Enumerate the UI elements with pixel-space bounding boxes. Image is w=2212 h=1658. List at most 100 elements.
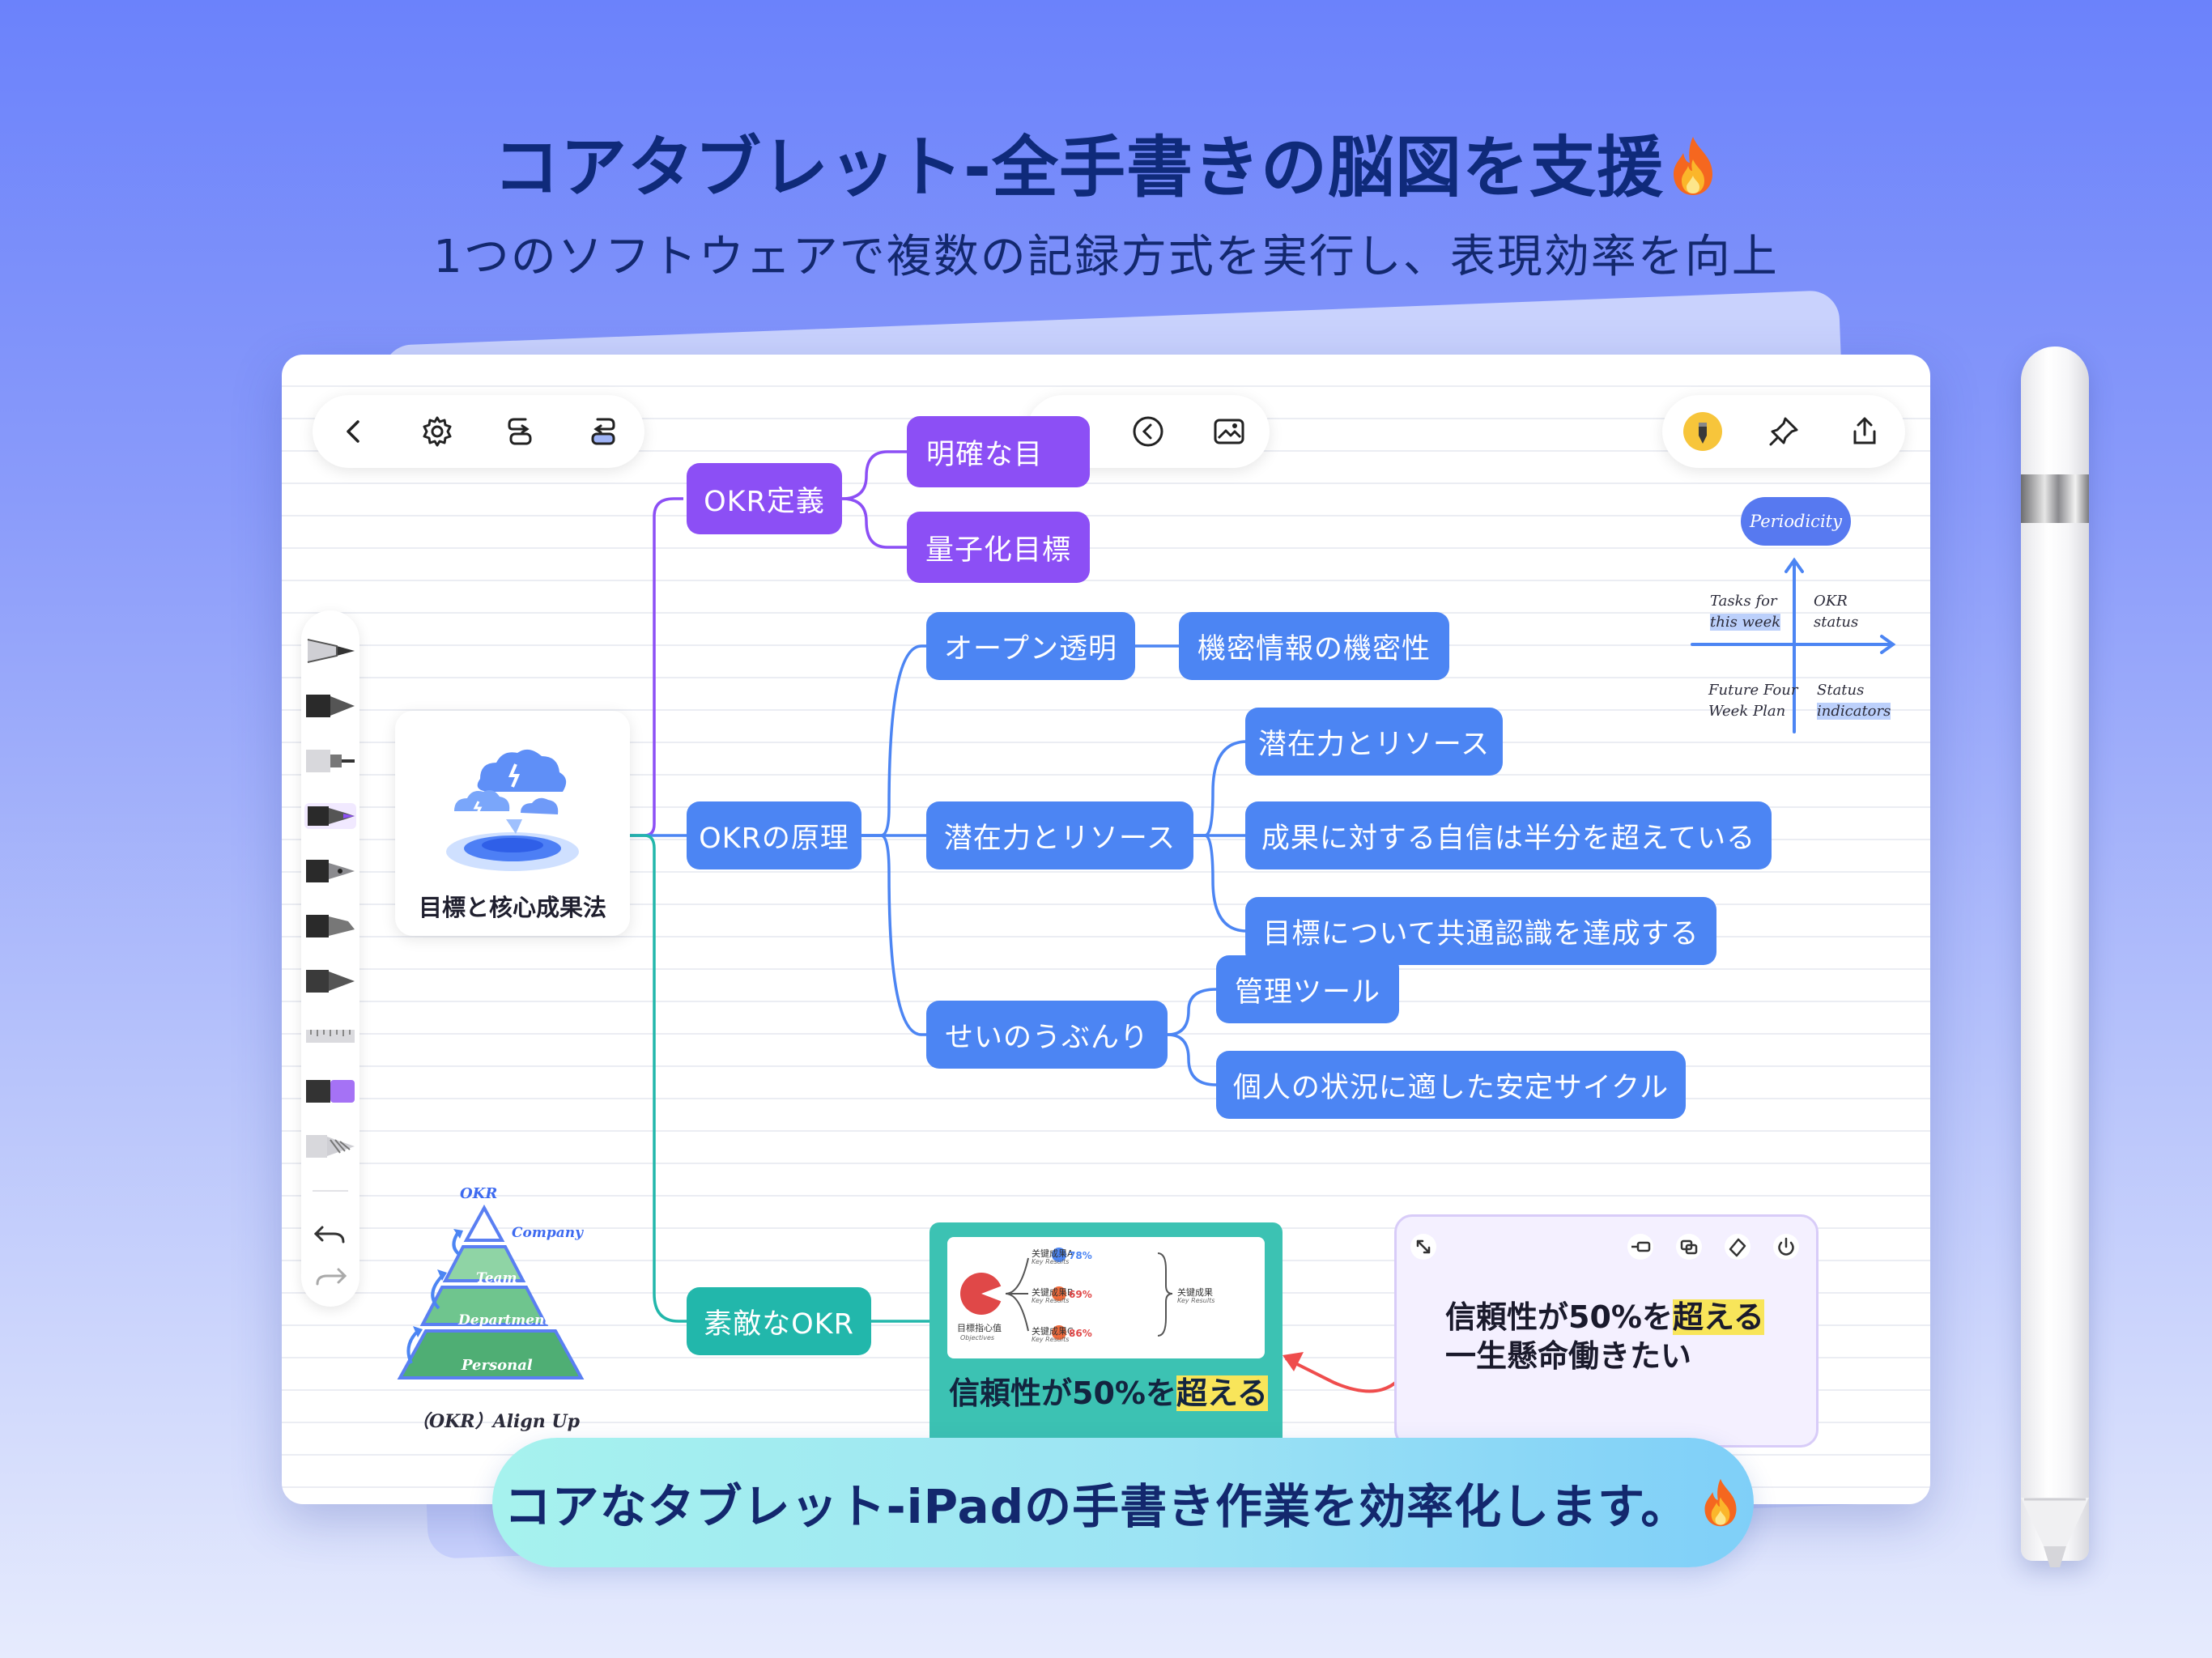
- share-button[interactable]: [1840, 406, 1890, 457]
- node-management-tool[interactable]: 管理ツール: [1216, 955, 1399, 1023]
- pyramid-team-label: Team: [476, 1270, 517, 1286]
- pen-color-button[interactable]: [1678, 406, 1728, 457]
- teal-note-card[interactable]: 目標指心值 Objectives 关键成果A Key Results 78% 关…: [929, 1222, 1283, 1465]
- node-okr-definition[interactable]: OKR定義: [687, 463, 842, 534]
- chart-row-c-sub: Key Results: [1032, 1336, 1070, 1343]
- stylus-body: [2021, 346, 2089, 1561]
- undo-icon[interactable]: [304, 1216, 356, 1252]
- pen-color-icon: [1683, 412, 1722, 451]
- lasso-tool[interactable]: [304, 1129, 356, 1164]
- settings-button[interactable]: [412, 406, 462, 457]
- stylus-band: [2021, 474, 2089, 523]
- periodicity-pill[interactable]: Periodicity: [1741, 497, 1851, 546]
- quadrant-bl-line1: Future Four: [1708, 682, 1798, 699]
- chart-row-c-label: 关键成果C: [1032, 1326, 1074, 1337]
- note-text-line2: 一生懸命働きたい: [1445, 1338, 1692, 1374]
- pin-button[interactable]: [1759, 406, 1809, 457]
- quadrant-axes: [1691, 557, 1896, 733]
- quadrant-top-right: OKR status: [1814, 591, 1858, 633]
- crayon-tool[interactable]: [304, 963, 356, 999]
- root-label: 目標と核心成果法: [418, 894, 606, 921]
- fire-icon: [1674, 137, 1713, 195]
- node-quantified-goal[interactable]: 量子化目標: [907, 512, 1090, 583]
- top-left-toolbar: [313, 395, 644, 468]
- quadrant-br-line2: indicators: [1817, 703, 1891, 720]
- chart-right-label: 关键成果: [1177, 1287, 1213, 1298]
- erase-icon[interactable]: [1724, 1233, 1751, 1261]
- eraser-tool[interactable]: [304, 1073, 356, 1109]
- node-confidential[interactable]: 機密情報の機密性: [1179, 612, 1449, 680]
- image-button[interactable]: [1204, 406, 1254, 457]
- layout-left-button[interactable]: [495, 406, 545, 457]
- chart-row-b-pct: 69%: [1069, 1289, 1092, 1300]
- layout-right-button[interactable]: [578, 406, 628, 457]
- pyramid-personal-label: Personal: [462, 1357, 533, 1374]
- node-nice-okr[interactable]: 素敵なOKR: [687, 1287, 871, 1355]
- sticky-note-text: 信頼性が50%を超える一生懸命働きたい: [1445, 1298, 1764, 1375]
- back-button[interactable]: [329, 406, 379, 457]
- bottom-banner: コアなタブレット-iPadの手書き作業を効率化します。: [492, 1438, 1754, 1567]
- teal-card-highlight: 超える: [1176, 1375, 1268, 1411]
- quadrant-bl-line2: Week Plan: [1708, 703, 1786, 720]
- connect-icon[interactable]: [1627, 1233, 1654, 1261]
- resize-icon[interactable]: [1410, 1233, 1437, 1261]
- duplicate-icon[interactable]: [1675, 1233, 1703, 1261]
- app-canvas[interactable]: 目標と核心成果法 OKR定義 明確な目 量子化目標 OKRの原理 オープン透明 …: [282, 355, 1930, 1504]
- chart-row-c-pct: 86%: [1069, 1328, 1092, 1339]
- pencil-tool[interactable]: [304, 633, 356, 669]
- sticky-note[interactable]: 信頼性が50%を超える一生懸命働きたい: [1394, 1214, 1819, 1448]
- node-confidence[interactable]: 成果に対する自信は半分を超えている: [1245, 801, 1772, 869]
- headline: コアタブレット-全手書きの脳図を支援: [0, 113, 2212, 210]
- node-open-transparent[interactable]: オープン透明: [926, 612, 1135, 680]
- subheadline: 1つのソフトウェアで複数の記録方式を実行し、表現効率を向上: [433, 231, 1779, 283]
- node-potential-resources[interactable]: 潜在力とリソース: [926, 801, 1193, 869]
- chart-row-a-sub: Key Results: [1032, 1258, 1070, 1265]
- fountain-pen-tool[interactable]: [304, 798, 356, 834]
- quadrant-br-line1: Status: [1817, 682, 1865, 699]
- quadrant-tl-line2: this week: [1710, 614, 1781, 631]
- layout-right-icon: [591, 418, 615, 445]
- chart-row-b-label: 关键成果B: [1032, 1287, 1074, 1298]
- image-icon: [1214, 419, 1244, 444]
- layout-left-icon: [508, 418, 532, 445]
- cloud-illustration-icon: [446, 749, 579, 871]
- chart-row-b-sub: Key Results: [1032, 1297, 1070, 1304]
- quadrant-tr-line1: OKR: [1814, 593, 1848, 610]
- settings-icon: [423, 416, 452, 447]
- teal-card-text-pre: 信頼性が50%を: [949, 1375, 1176, 1411]
- undo-circle-icon: [1133, 416, 1163, 447]
- node-clear-goal[interactable]: 明確な目: [907, 416, 1090, 487]
- stylus-tip: [2021, 1498, 2089, 1567]
- chart-row-a-label: 关键成果A: [1032, 1248, 1074, 1259]
- quadrant-tl-line1: Tasks for: [1710, 593, 1777, 610]
- chart-center-sub: Objectives: [960, 1334, 995, 1341]
- quadrant-top-left: Tasks for this week: [1710, 591, 1781, 633]
- node-separation[interactable]: せいのうぶんり: [926, 1001, 1168, 1069]
- note-text-pre: 信頼性が50%を: [1445, 1299, 1673, 1335]
- quadrant-bottom-right: Status indicators: [1817, 680, 1891, 722]
- mindmap-root-node[interactable]: 目標と核心成果法: [395, 711, 630, 936]
- fineliner-tool[interactable]: [304, 743, 356, 779]
- marker-tool[interactable]: [304, 688, 356, 724]
- node-stable-cycle[interactable]: 個人の状況に適した安定サイクル: [1216, 1051, 1686, 1119]
- chart-row-a-pct: 78%: [1069, 1250, 1092, 1261]
- share-icon: [1853, 417, 1876, 444]
- pyramid-company-label: Company: [512, 1225, 583, 1241]
- undo-circle-button[interactable]: [1123, 406, 1173, 457]
- pyramid-department-label: Department: [458, 1312, 551, 1329]
- brush-tool[interactable]: [304, 908, 356, 944]
- headline-text: コアタブレット-全手書きの脳図を支援: [492, 130, 1665, 206]
- fire-icon: [1704, 1478, 1737, 1527]
- chart-center-label: 目標指心值: [957, 1323, 1002, 1333]
- node-consensus[interactable]: 目標について共通認識を達成する: [1245, 897, 1716, 965]
- ink-pen-tool[interactable]: [304, 853, 356, 889]
- node-potential-resources-child[interactable]: 潜在力とリソース: [1245, 708, 1503, 776]
- power-icon[interactable]: [1772, 1233, 1800, 1261]
- palette-divider: [313, 1190, 348, 1192]
- node-okr-principle[interactable]: OKRの原理: [687, 801, 861, 869]
- quadrant-tr-line2: status: [1814, 614, 1859, 631]
- redo-icon[interactable]: [304, 1258, 356, 1294]
- banner-text: コアなタブレット-iPadの手書き作業を効率化します。: [504, 1479, 1689, 1534]
- ruler-tool[interactable]: [304, 1018, 356, 1054]
- top-right-toolbar: [1662, 395, 1905, 468]
